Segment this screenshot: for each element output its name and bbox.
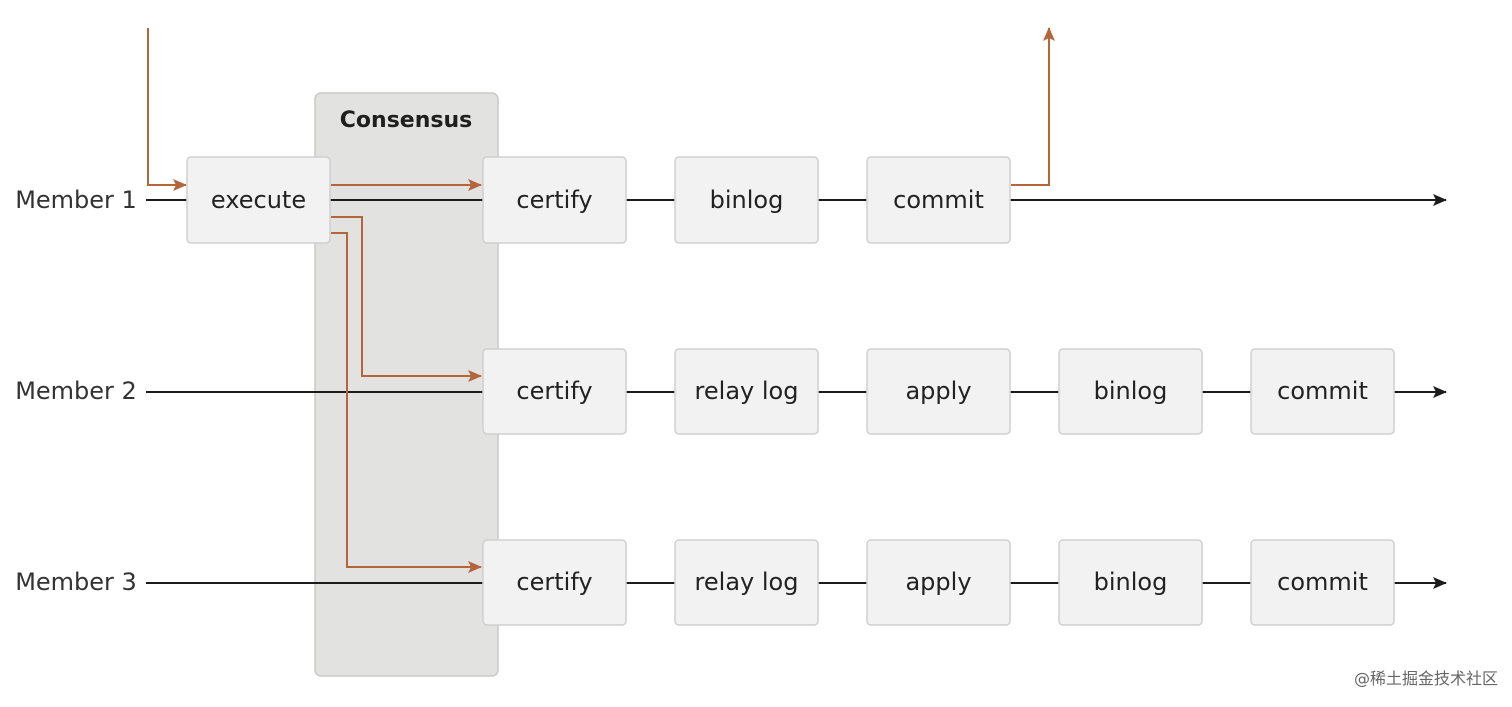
- step-label-apply: apply: [905, 377, 971, 405]
- step-box: [674, 348, 819, 435]
- step-label-commit: commit: [1277, 568, 1368, 596]
- member-2-steps: certify relay log apply binlog commit: [482, 348, 1395, 435]
- step-box: [186, 156, 331, 244]
- step-box: [482, 156, 627, 244]
- step-label-relay-log: relay log: [695, 568, 799, 596]
- step-box: [1250, 539, 1395, 626]
- broadcast-to-member-2-arrow: [331, 216, 482, 382]
- member-3-label: Member 3: [15, 568, 137, 596]
- step-label-certify: certify: [516, 377, 592, 405]
- consensus-label: Consensus: [340, 108, 472, 133]
- step-box: [482, 539, 627, 626]
- member-1-label: Member 1: [15, 186, 137, 214]
- watermark-text: @稀土掘金技术社区: [1353, 669, 1498, 688]
- transaction-flow-arrows: [147, 27, 1055, 573]
- step-box: [674, 156, 819, 244]
- commit-result-arrow: [1011, 27, 1055, 186]
- step-label-commit: commit: [893, 186, 984, 214]
- step-box: [1250, 348, 1395, 435]
- step-label-binlog: binlog: [1094, 377, 1168, 405]
- step-label-binlog: binlog: [710, 186, 784, 214]
- consensus-region: Consensus: [314, 92, 499, 677]
- step-label-binlog: binlog: [1094, 568, 1168, 596]
- step-box: [674, 539, 819, 626]
- step-box: [1058, 539, 1203, 626]
- step-box: [866, 539, 1011, 626]
- step-box: [1058, 348, 1203, 435]
- member-labels: Member 1 Member 2 Member 3: [15, 186, 137, 596]
- step-label-execute: execute: [211, 186, 306, 214]
- member-2-label: Member 2: [15, 377, 137, 405]
- step-label-apply: apply: [905, 568, 971, 596]
- broadcast-to-member-3-arrow: [331, 232, 482, 573]
- step-box: [482, 348, 627, 435]
- step-label-relay-log: relay log: [695, 377, 799, 405]
- incoming-transaction-arrow: [147, 28, 187, 191]
- step-label-commit: commit: [1277, 377, 1368, 405]
- member-3-steps: certify relay log apply binlog commit: [482, 539, 1395, 626]
- consensus-panel: [314, 92, 499, 677]
- step-box: [866, 348, 1011, 435]
- member-1-steps: execute certify binlog commit: [186, 156, 1011, 244]
- step-label-certify: certify: [516, 186, 592, 214]
- step-box: [866, 156, 1011, 244]
- step-label-certify: certify: [516, 568, 592, 596]
